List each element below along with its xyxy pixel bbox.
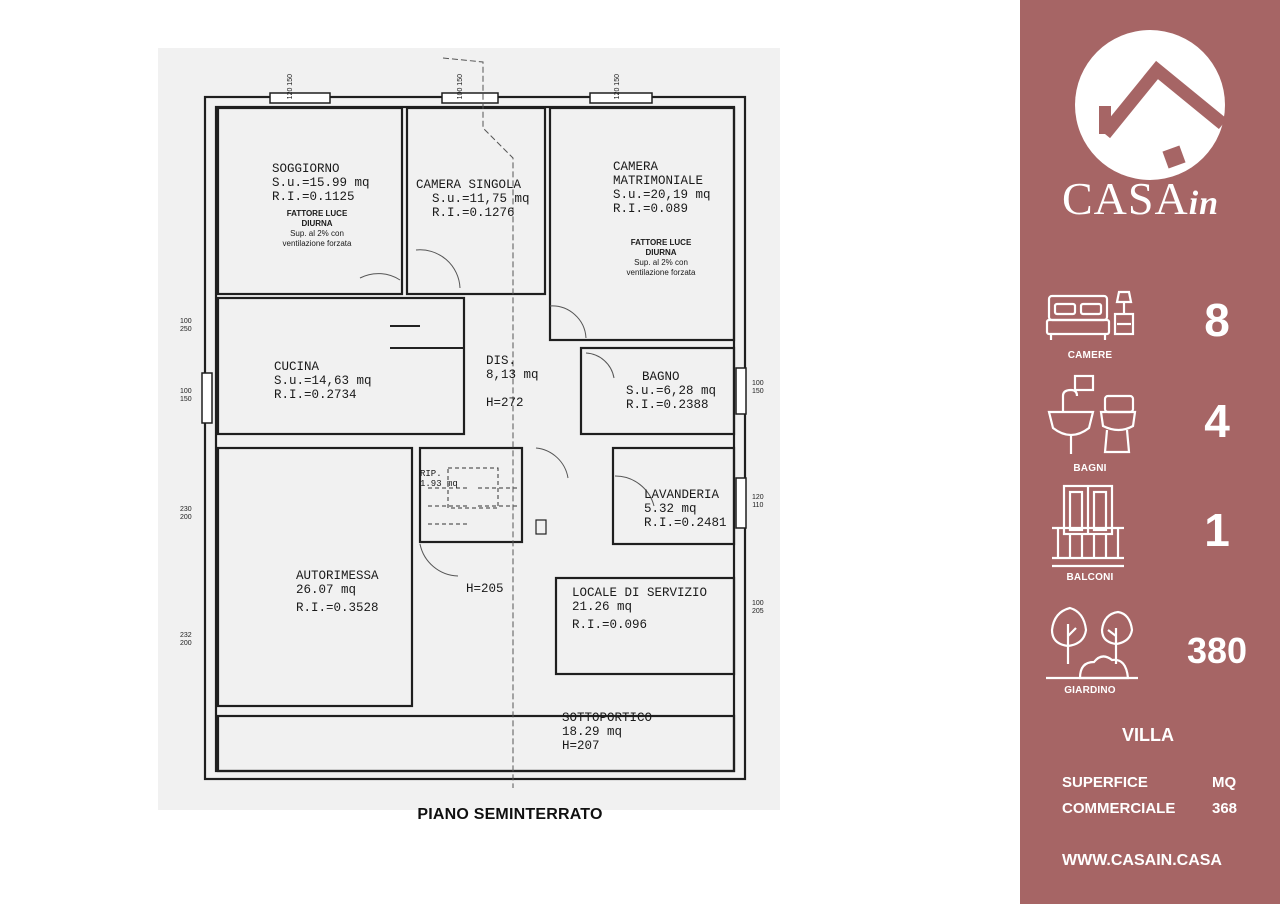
surface-label-1: SUPERFICE (1062, 774, 1148, 791)
room-lavanderia: LAVANDERIA 5.32 mq R.I.=0.2481 (644, 488, 727, 530)
balcony-icon (1052, 484, 1124, 568)
room-bagno: BAGNO S.u.=6,28 mq R.I.=0.2388 (626, 370, 717, 412)
surface-unit: MQ (1212, 774, 1237, 791)
feature-value-giardino: 380 (1186, 630, 1248, 671)
surface-value: 368 (1212, 800, 1238, 817)
room-locale-servizio: LOCALE DI SERVIZIO 21.26 mq R.I.=0.096 (572, 586, 708, 632)
room-disimpegno: DIS. 8,13 mq H=272 (486, 354, 539, 410)
trees-icon (1046, 606, 1138, 680)
feature-value-camere: 8 (1204, 294, 1230, 346)
fattore-luce-note: FATTORE LUCE DIURNA Sup. al 2% con venti… (626, 238, 696, 277)
room-cucina: CUCINA S.u.=14,63 mq R.I.=0.2734 (274, 360, 372, 402)
website-link[interactable]: WWW.CASAIN.CASA (1062, 852, 1222, 869)
room-camera-singola: CAMERA SINGOLA S.u.=11,75 mq R.I.=0.1276 (416, 178, 530, 220)
feature-label-balconi: BALCONI (1066, 572, 1114, 583)
brand-sidebar: CASAin CAMERE 8 BAGNI 4 (1020, 0, 1280, 904)
feature-label-camere: CAMERE (1067, 350, 1113, 361)
fattore-luce-note: FATTORE LUCE DIURNA Sup. al 2% con venti… (282, 209, 352, 248)
room-autorimessa: AUTORIMESSA 26.07 mq R.I.=0.3528 (296, 569, 379, 615)
floor-plan-walls (201, 57, 747, 788)
brand-logo-text: CASAin (1062, 173, 1220, 224)
feature-label-giardino: GIARDINO (1064, 685, 1116, 696)
window-label: 120 150 (614, 74, 621, 100)
height-label: H=205 (466, 582, 504, 596)
room-soggiorno: SOGGIORNO S.u.=15.99 mq R.I.=0.1125 (272, 162, 370, 204)
house-logo-icon (1099, 60, 1228, 169)
surface-label-2: COMMERCIALE (1062, 800, 1176, 817)
feature-label-bagni: BAGNI (1073, 463, 1107, 474)
plan-title: PIANO SEMINTERRATO (417, 806, 603, 823)
room-sottoportico: SOTTOPORTICO 18.29 mq H=207 (562, 711, 653, 753)
feature-value-bagni: 4 (1204, 395, 1230, 447)
feature-value-balconi: 1 (1204, 504, 1230, 556)
logo-circle (1075, 30, 1228, 180)
bathroom-icon (1047, 374, 1137, 454)
property-type: VILLA (1122, 725, 1174, 745)
window-label: 100 150 (457, 74, 464, 100)
room-ripostiglio: RIP. 1.93 mq (420, 469, 458, 489)
window-label: 120 150 (287, 74, 294, 100)
bed-icon (1045, 290, 1135, 340)
room-camera-matrimoniale: CAMERA MATRIMONIALE S.u.=20,19 mq R.I.=0… (613, 160, 711, 216)
